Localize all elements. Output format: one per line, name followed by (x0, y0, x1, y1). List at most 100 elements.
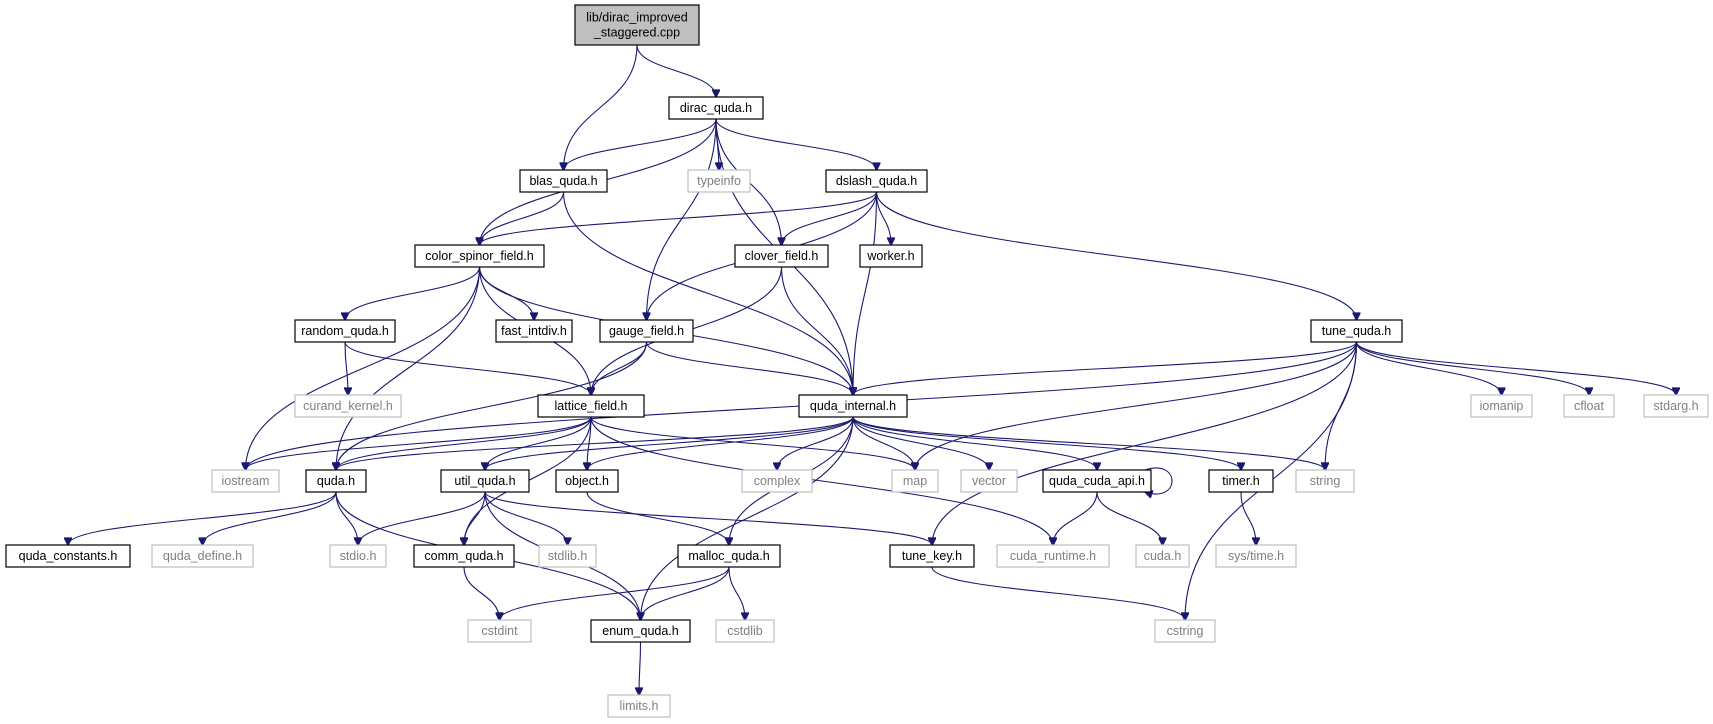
edge-lattice_field-to-iostream (246, 416, 592, 470)
edge-quda_internal-to-util_quda (485, 416, 854, 470)
node-label: tune_quda.h (1322, 324, 1392, 338)
node-label: complex (754, 474, 801, 488)
edge-quda_internal-to-string (852, 416, 1325, 470)
node-root[interactable]: lib/dirac_improved_staggered.cpp (574, 4, 700, 46)
node-label: limits.h (620, 699, 659, 713)
edge-root-to-dirac_quda (636, 44, 716, 97)
node-label: iostream (222, 474, 270, 488)
node-timer[interactable]: timer.h (1208, 469, 1274, 493)
edge-quda_internal-to-vector (852, 416, 989, 470)
edge-malloc_quda-to-enum_quda (641, 566, 730, 620)
node-random_quda[interactable]: random_quda.h (294, 319, 396, 343)
node-label: stdarg.h (1653, 399, 1698, 413)
node-box (859, 244, 923, 268)
node-label: cuda_runtime.h (1010, 549, 1096, 563)
node-label: cfloat (1574, 399, 1604, 413)
node-fast_intdiv[interactable]: fast_intdiv.h (495, 319, 573, 343)
node-color_spinor_field[interactable]: color_spinor_field.h (414, 244, 545, 268)
node-box (294, 319, 396, 343)
edge-lattice_field-to-map (590, 416, 915, 470)
node-label: iomanip (1480, 399, 1524, 413)
node-box (538, 544, 597, 568)
edge-malloc_quda-to-cstdint (500, 566, 730, 620)
node-label: cstring (1167, 624, 1204, 638)
node-box (677, 544, 781, 568)
node-box (519, 169, 608, 193)
node-label: enum_quda.h (602, 624, 679, 638)
node-label: stdlib.h (548, 549, 588, 563)
edge-lattice_field-to-quda (336, 416, 592, 470)
node-blas_quda[interactable]: blas_quda.h (519, 169, 608, 193)
node-box (668, 96, 764, 120)
node-box (960, 469, 1018, 493)
node-vector: vector (960, 469, 1018, 493)
edge-gauge_field-to-quda_internal (645, 341, 854, 395)
edge-tune_quda-to-quda_internal (853, 341, 1358, 395)
node-gauge_field[interactable]: gauge_field.h (599, 319, 694, 343)
node-clover_field[interactable]: clover_field.h (734, 244, 829, 268)
node-box (1643, 394, 1709, 418)
edge-quda_cuda_api-to-cuda (1096, 491, 1163, 545)
edge-dslash_quda-to-quda_internal (853, 191, 878, 395)
edge-quda_internal-to-quda_cuda_api (852, 416, 1097, 470)
node-label: object.h (565, 474, 609, 488)
node-worker[interactable]: worker.h (859, 244, 923, 268)
node-box (891, 469, 939, 493)
node-quda_internal[interactable]: quda_internal.h (798, 394, 908, 418)
node-label: tune_key.h (902, 549, 962, 563)
node-label: _staggered.cpp (593, 26, 680, 40)
node-quda[interactable]: quda.h (305, 469, 367, 493)
node-complex: complex (741, 469, 813, 493)
edge-util_quda-to-stdlib (484, 491, 568, 545)
node-label: sys/time.h (1228, 549, 1284, 563)
edge-root-to-blas_quda (564, 44, 638, 170)
edge-random_quda-to-curand_kernel (345, 341, 348, 395)
node-quda_constants[interactable]: quda_constants.h (5, 544, 131, 568)
edge-quda_cuda_api-to-cuda_runtime (1053, 491, 1098, 545)
node-box (555, 469, 619, 493)
node-tune_key[interactable]: tune_key.h (889, 544, 975, 568)
node-dirac_quda[interactable]: dirac_quda.h (668, 96, 764, 120)
node-enum_quda[interactable]: enum_quda.h (590, 619, 691, 643)
node-box (305, 469, 367, 493)
node-malloc_quda[interactable]: malloc_quda.h (677, 544, 781, 568)
node-curand_kernel: curand_kernel.h (294, 394, 402, 418)
node-label: quda_define.h (163, 549, 242, 563)
edge-comm_quda-to-cstdint (463, 566, 500, 620)
node-label: dslash_quda.h (836, 174, 917, 188)
node-box (1154, 619, 1216, 643)
node-util_quda[interactable]: util_quda.h (440, 469, 530, 493)
node-box (1563, 394, 1615, 418)
edge-layer (68, 44, 1676, 695)
node-box (574, 4, 700, 46)
node-box (1470, 394, 1533, 418)
node-label: lattice_field.h (555, 399, 628, 413)
node-comm_quda[interactable]: comm_quda.h (413, 544, 515, 568)
node-cstdlib: cstdlib (715, 619, 775, 643)
node-box (467, 619, 532, 643)
edge-tune_quda-to-cfloat (1355, 341, 1590, 395)
node-cstdint: cstdint (467, 619, 532, 643)
node-quda_cuda_api[interactable]: quda_cuda_api.h (1042, 469, 1152, 493)
edge-util_quda-to-tune_key (484, 491, 932, 545)
edge-quda_internal-to-enum_quda (641, 416, 854, 620)
node-object[interactable]: object.h (555, 469, 619, 493)
edge-quda_internal-to-map (852, 416, 915, 470)
node-stdlib: stdlib.h (538, 544, 597, 568)
node-label: quda_constants.h (19, 549, 118, 563)
node-lattice_field[interactable]: lattice_field.h (537, 394, 645, 418)
edge-lattice_field-to-cuda_runtime (590, 416, 1053, 545)
edge-timer-to-sys_time (1240, 491, 1256, 545)
node-stdarg: stdarg.h (1643, 394, 1709, 418)
node-label: curand_kernel.h (303, 399, 393, 413)
node-label: vector (972, 474, 1006, 488)
node-tune_quda[interactable]: tune_quda.h (1310, 319, 1403, 343)
node-label: timer.h (1222, 474, 1260, 488)
edge-quda_internal-to-complex (777, 416, 854, 470)
edge-dslash_quda-to-clover_field (782, 191, 878, 245)
node-box (798, 394, 908, 418)
node-cstring: cstring (1154, 619, 1216, 643)
node-dslash_quda[interactable]: dslash_quda.h (825, 169, 928, 193)
node-label: dirac_quda.h (680, 101, 752, 115)
edge-color_spinor_field-to-iostream (246, 266, 481, 470)
